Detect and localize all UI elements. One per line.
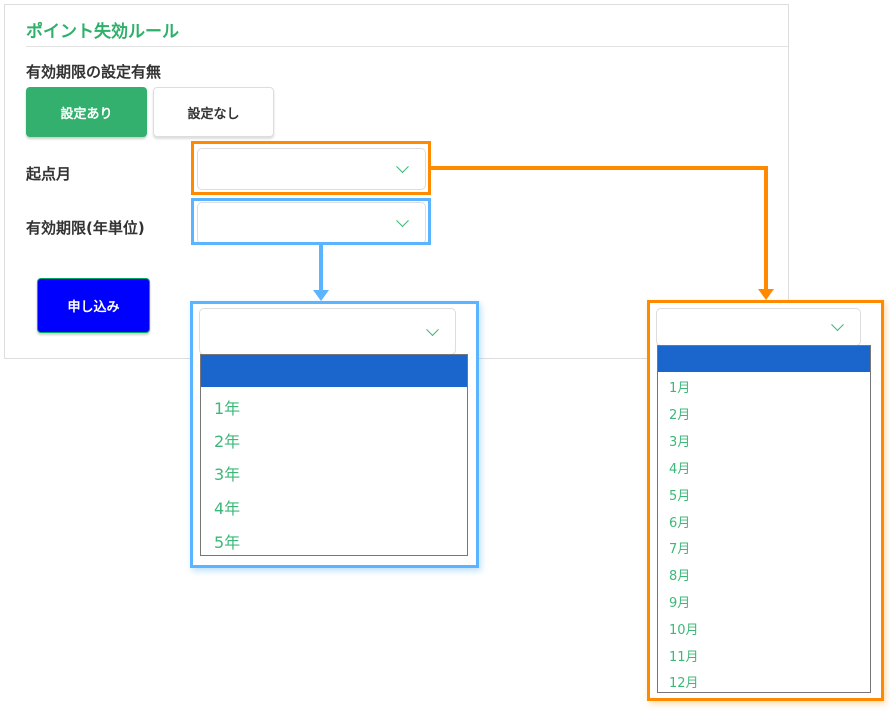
month-option[interactable]: 4月: [669, 462, 691, 477]
chevron-down-icon: [831, 318, 844, 332]
option-blank-selected[interactable]: [658, 346, 870, 372]
period-highlight: [191, 198, 431, 245]
panel-title: ポイント失効ルール: [26, 22, 179, 42]
month-option[interactable]: 9月: [669, 596, 691, 611]
period-label: 有効期限(年単位): [26, 219, 145, 237]
month-select-open[interactable]: [656, 308, 861, 346]
month-option[interactable]: 8月: [669, 569, 691, 584]
blue-arrowhead: [313, 290, 329, 301]
setting-on-button[interactable]: 設定あり: [26, 87, 147, 137]
orange-arrowhead: [758, 289, 774, 300]
month-option[interactable]: 6月: [669, 516, 691, 531]
month-option[interactable]: 11月: [669, 650, 699, 665]
setting-label: 有効期限の設定有無: [26, 63, 162, 81]
year-options-list: [200, 354, 468, 556]
start-month-highlight: [191, 141, 431, 195]
month-option[interactable]: 3月: [669, 435, 691, 450]
year-option[interactable]: 3年: [214, 465, 241, 484]
divider: [26, 46, 788, 47]
year-option[interactable]: 5年: [214, 533, 241, 552]
month-option[interactable]: 1月: [669, 381, 691, 396]
month-option[interactable]: 2月: [669, 408, 691, 423]
setting-off-button[interactable]: 設定なし: [153, 87, 274, 137]
chevron-down-icon: [426, 322, 439, 336]
year-option[interactable]: 4年: [214, 499, 241, 518]
submit-button[interactable]: 申し込み: [37, 278, 150, 333]
month-options-list: [657, 345, 871, 693]
start-month-label: 起点月: [26, 165, 72, 183]
month-option[interactable]: 10月: [669, 623, 699, 638]
year-option[interactable]: 2年: [214, 432, 241, 451]
month-option[interactable]: 7月: [669, 542, 691, 557]
option-blank-selected[interactable]: [201, 355, 467, 387]
start-month-select[interactable]: [197, 148, 426, 190]
orange-connector: [430, 166, 768, 290]
month-option[interactable]: 5月: [669, 489, 691, 504]
year-option[interactable]: 1年: [214, 399, 241, 418]
year-select-open[interactable]: [199, 308, 456, 355]
month-option[interactable]: 12月: [669, 676, 699, 691]
